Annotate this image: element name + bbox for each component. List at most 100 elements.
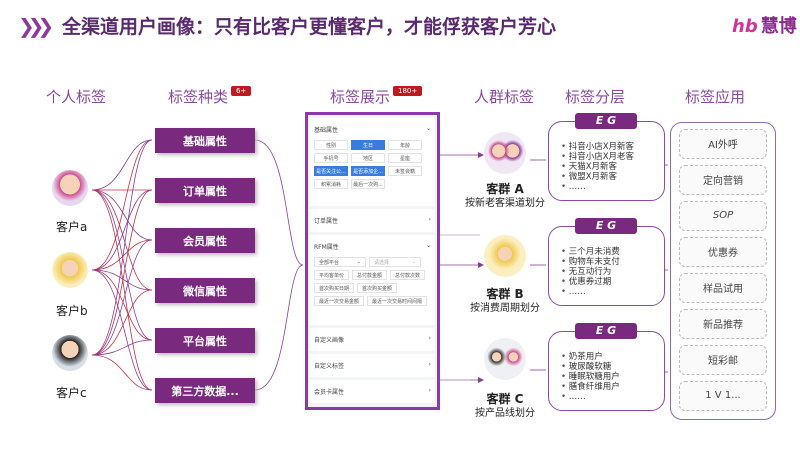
basic-section-header[interactable]: 基础属性 ⌄	[314, 122, 431, 137]
section-title: 自定义画像	[314, 337, 345, 344]
rfm-section: RFM属性 ⌄ 全部平台⌄ 请选择⌄ 平均客单价 总付款金额 总付款次数 首次购买…	[310, 235, 435, 325]
eg-box-b: 三个月未消费购物车未支付无互动行为优惠券过期……	[548, 226, 665, 306]
chip[interactable]: 地区	[351, 153, 385, 163]
chip[interactable]: 星座	[388, 153, 422, 163]
chevron-right-icon: ›	[428, 335, 431, 342]
chip[interactable]: 年龄	[388, 140, 422, 150]
tag-type-member: 会员属性	[155, 228, 255, 253]
types-badge: 6+	[231, 86, 252, 96]
app-one-on-one: 1 V 1...	[679, 381, 767, 411]
app-ai-call: AI外呼	[679, 129, 767, 159]
col-app: 标签应用	[685, 88, 746, 106]
option-select[interactable]: 请选择⌄	[369, 257, 421, 267]
custom-tag-section[interactable]: 自定义标签 ›	[310, 354, 435, 377]
chip[interactable]: 性别	[314, 140, 348, 150]
app-targeted-marketing: 定向营销	[679, 165, 767, 195]
eg-item: ……	[561, 287, 664, 297]
eg-item: 购物车未支付	[561, 257, 664, 267]
custom-profile-section[interactable]: 自定义画像 ›	[310, 328, 435, 351]
customer-c-label: 客户c	[56, 386, 87, 400]
eg-label: E G	[575, 323, 637, 339]
eg-label: E G	[575, 113, 637, 129]
chip[interactable]: 最近一次交易金额	[314, 296, 365, 306]
app-sms-mms-email: 短彩邮	[679, 345, 767, 375]
chip[interactable]: 未签会籍	[388, 166, 422, 176]
app-sample-trial: 样品试用	[679, 273, 767, 303]
chevron-down-icon: ⌄	[425, 125, 431, 132]
chevron-right-icon: ›	[428, 387, 431, 394]
customer-c-avatar	[52, 335, 88, 371]
eg-item: 三个月未消费	[561, 247, 664, 257]
chip[interactable]: 总付款金额	[352, 270, 388, 280]
chip[interactable]: 首次购买金额	[357, 283, 398, 293]
group-b-avatar	[484, 235, 526, 277]
group-c-name: 客群 C	[486, 392, 524, 406]
chip[interactable]: 生日	[351, 140, 385, 150]
chevron-right-icon: ›	[428, 361, 431, 368]
eg-item: 优惠券过期	[561, 277, 664, 287]
eg-box-a: 抖音小店X月新客抖音小店X月老客天猫X月新客微盟X月新客……	[548, 121, 665, 201]
tag-type-wechat: 微信属性	[155, 278, 255, 303]
platform-select[interactable]: 全部平台⌄	[314, 257, 366, 267]
tag-type-basic: 基础属性	[155, 128, 255, 153]
tag-type-order: 订单属性	[155, 178, 255, 203]
eg-item: 天猫X月新客	[561, 162, 664, 172]
chip[interactable]: 手机号	[314, 153, 348, 163]
eg-item: 膳食纤维用户	[561, 382, 664, 392]
chip[interactable]: 积累消耗	[314, 179, 348, 189]
section-title: 自定义标签	[314, 363, 345, 370]
logo-mark: hb	[732, 16, 758, 37]
chip[interactable]: 首次购买日期	[314, 283, 355, 293]
app-coupon: 优惠券	[679, 237, 767, 267]
chevron-right-icon: ›	[428, 216, 431, 223]
chip[interactable]: 总付款次数	[390, 270, 426, 280]
group-c-avatar	[484, 338, 526, 380]
eg-box-c: 奶茶用户玻尿酸软糖睡眠软糖用户膳食纤维用户……	[548, 331, 665, 411]
member-card-section[interactable]: 会员卡属性 ›	[310, 380, 435, 403]
col-display-label: 标签展示	[330, 88, 391, 106]
tag-type-third-party: 第三方数据...	[155, 378, 255, 403]
platform-select-value: 全部平台	[319, 259, 340, 266]
rfm-title: RFM属性	[314, 244, 339, 251]
app-sop: SOP	[679, 201, 767, 231]
eg-item: 抖音小店X月老客	[561, 152, 664, 162]
display-badge: 180+	[393, 86, 423, 96]
chip[interactable]: 平均客单价	[314, 270, 350, 280]
customer-a-label: 客户a	[56, 220, 88, 234]
chip[interactable]: 是否添加企...	[351, 166, 385, 176]
col-types-label: 标签种类	[168, 88, 229, 106]
chevron-down-icon: ⌄	[425, 242, 431, 249]
eg-item: 无互动行为	[561, 267, 664, 277]
eg-item: 睡眠软糖用户	[561, 372, 664, 382]
order-title: 订单属性	[314, 218, 339, 225]
group-a-avatar	[484, 132, 526, 174]
eg-item: ……	[561, 182, 664, 192]
tag-application-list: AI外呼 定向营销 SOP 优惠券 样品试用 新品推荐 短彩邮 1 V 1...	[670, 122, 776, 420]
tag-type-platform: 平台属性	[155, 328, 255, 353]
eg-item: 抖音小店X月新客	[561, 142, 664, 152]
customer-b-avatar	[52, 252, 88, 288]
chip[interactable]: 最后一次购...	[351, 179, 385, 189]
group-b-name: 客群 B	[486, 287, 524, 301]
tag-display-panel: 基础属性 ⌄ 性别 生日 年龄 手机号 地区 星座 是否关注公... 是否添加企.…	[305, 112, 440, 410]
page-title: 全渠道用户画像：只有比客户更懂客户，才能俘获客户芳心	[62, 16, 557, 38]
col-personal: 个人标签	[46, 88, 107, 106]
group-b-desc: 按消费周期划分	[470, 303, 540, 314]
logo-text: 慧博	[760, 16, 797, 37]
basic-title: 基础属性	[314, 127, 339, 134]
section-title: 会员卡属性	[314, 389, 345, 396]
col-layer: 标签分层	[565, 88, 626, 106]
chip[interactable]: 是否关注公...	[314, 166, 348, 176]
app-new-product: 新品推荐	[679, 309, 767, 339]
eg-item: 微盟X月新客	[561, 172, 664, 182]
basic-section: 基础属性 ⌄ 性别 生日 年龄 手机号 地区 星座 是否关注公... 是否添加企.…	[310, 118, 435, 206]
chip[interactable]: 最近一次交易时间间隔	[367, 296, 428, 306]
eg-item: ……	[561, 392, 664, 402]
eg-item: 玻尿酸软糖	[561, 362, 664, 372]
customer-b-label: 客户b	[56, 304, 88, 318]
order-section[interactable]: 订单属性 ›	[310, 209, 435, 232]
